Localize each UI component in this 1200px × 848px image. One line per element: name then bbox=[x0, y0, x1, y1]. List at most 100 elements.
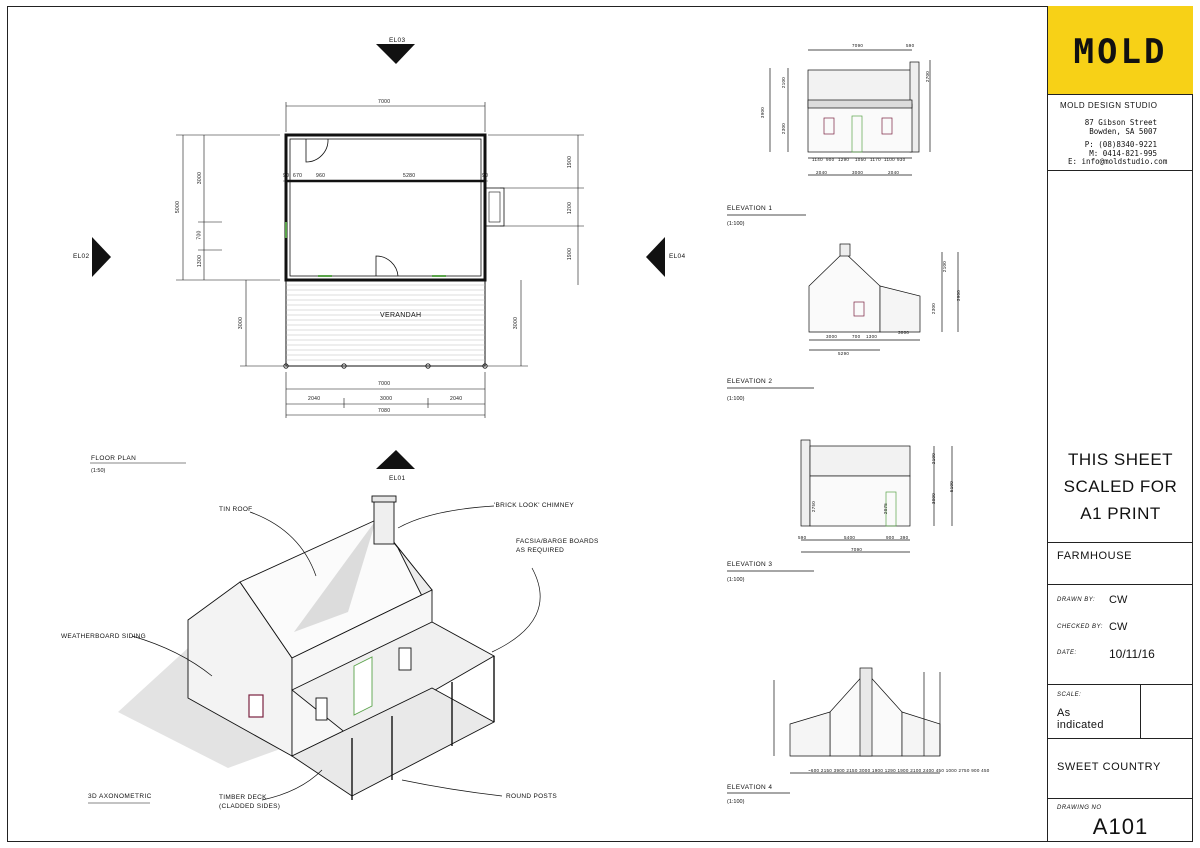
checked-by-value: CW bbox=[1109, 621, 1128, 633]
dim-90b: 90 bbox=[482, 173, 489, 179]
el3-dim: 2075 bbox=[883, 502, 889, 515]
dim-bot-c: 2040 bbox=[450, 396, 463, 402]
scale-note: THIS SHEET SCALED FOR A1 PRINT bbox=[1048, 170, 1193, 543]
el1-dim: 7090 bbox=[852, 43, 864, 48]
checked-by-row: CHECKED BY: CW bbox=[1057, 621, 1187, 645]
dim-left-total: 5000 bbox=[175, 200, 182, 214]
drawing-no-key: DRAWING NO bbox=[1057, 805, 1102, 811]
facsia-label-1: FACSIA/BARGE BOARDS bbox=[516, 538, 599, 545]
el02-label: EL02 bbox=[73, 253, 90, 260]
drawing-number: DRAWING NO A101 bbox=[1048, 798, 1193, 842]
el2-dim: 2100 bbox=[942, 260, 948, 273]
scale-line-1: As bbox=[1057, 707, 1071, 719]
el1-dim: 930 bbox=[897, 157, 906, 162]
door-swing-bottom bbox=[375, 255, 399, 277]
scale-cell: SCALE: As indicated bbox=[1048, 684, 1193, 739]
el1-dim: 1100 bbox=[884, 157, 895, 162]
axonometric-house bbox=[118, 495, 541, 801]
el1-dim: 3900 bbox=[760, 106, 766, 119]
drawn-by-value: CW bbox=[1109, 594, 1128, 606]
scaled-line-1: THIS SHEET bbox=[1067, 450, 1174, 469]
el1-dim: 3000 bbox=[852, 170, 864, 175]
el3-dim: 3000 bbox=[931, 492, 937, 505]
el2-dim: 3000 bbox=[898, 330, 910, 335]
drawing-name: SWEET COUNTRY bbox=[1048, 738, 1193, 799]
el2-dim: 1300 bbox=[866, 334, 878, 339]
bay-window bbox=[484, 187, 505, 227]
deck-label-1: TIMBER DECK bbox=[219, 794, 267, 801]
el1-dim: 1290 bbox=[838, 157, 850, 162]
deck-label-2: (CLADDED SIDES) bbox=[219, 803, 281, 810]
dim-right-c: 1900 bbox=[567, 247, 574, 261]
tin-roof-label: TIN ROOF bbox=[219, 506, 253, 513]
el1-dim: 900 bbox=[826, 157, 835, 162]
el03-label: EL03 bbox=[389, 37, 406, 44]
scale-divider bbox=[1140, 684, 1141, 738]
elevation-2-scale: (1:100) bbox=[727, 396, 745, 402]
el3-dim: 390 bbox=[900, 535, 909, 540]
scaled-line-2: SCALED FOR bbox=[1063, 477, 1178, 496]
scaled-line-3: A1 PRINT bbox=[1080, 504, 1161, 523]
el2-dim: 2300 bbox=[931, 302, 937, 315]
el3-dim: 5100 bbox=[949, 480, 955, 493]
el01-label: EL01 bbox=[389, 475, 406, 482]
dim-left-b: 700 bbox=[196, 230, 203, 240]
dim-right-a: 1900 bbox=[567, 155, 574, 169]
scale-value: As indicated bbox=[1057, 707, 1104, 731]
el3-dim: 5400 bbox=[844, 535, 856, 540]
el3-dim: 2100 bbox=[931, 452, 937, 465]
mobile: M: 0414-821-995 bbox=[1089, 148, 1157, 158]
scale-key: SCALE: bbox=[1057, 692, 1082, 698]
drawing-no-value: A101 bbox=[1092, 814, 1149, 839]
floor-plan-scale: (1:50) bbox=[91, 468, 106, 474]
email: E: info@moldstudio.com bbox=[1068, 157, 1168, 166]
el2-dim: 3900 bbox=[956, 289, 962, 302]
weatherboard-label: WEATHERBOARD SIDING bbox=[61, 633, 147, 640]
el3-dim: 900 bbox=[886, 535, 895, 540]
el1-dim: 2100 bbox=[781, 76, 787, 89]
drawn-by-key: DRAWN BY: bbox=[1057, 597, 1096, 603]
dim-960: 960 bbox=[316, 173, 326, 179]
studio-info: MOLD DESIGN STUDIO 87 Gibson Street Bowd… bbox=[1048, 94, 1193, 171]
el2-dim: 700 bbox=[852, 334, 861, 339]
date-value: 10/11/16 bbox=[1109, 647, 1155, 661]
dim-right-b: 1200 bbox=[567, 201, 574, 215]
elevation-1-scale: (1:100) bbox=[727, 221, 745, 227]
deck-boards bbox=[286, 284, 485, 361]
verandah-label: VERANDAH bbox=[380, 312, 422, 319]
elevation-3-title: ELEVATION 3 bbox=[727, 561, 773, 568]
el4-dims: ~600 2150 3900 2150 3000 1900 1290 1900 … bbox=[808, 768, 990, 773]
drawing-name-label: SWEET COUNTRY bbox=[1057, 761, 1161, 773]
project-name: FARMHOUSE bbox=[1048, 542, 1193, 585]
address-line-2: Bowden, SA 5007 bbox=[1089, 126, 1157, 136]
dim-bot-b: 3000 bbox=[380, 396, 393, 402]
el04-label: EL04 bbox=[669, 253, 686, 260]
facsia-label-2: AS REQUIRED bbox=[516, 547, 565, 554]
elevation-4-scale: (1:100) bbox=[727, 799, 745, 805]
elevation-1 bbox=[727, 49, 931, 216]
el1-dim: 1140 bbox=[812, 157, 823, 162]
address-line-1: 87 Gibson Street bbox=[1084, 118, 1157, 127]
el03-marker bbox=[376, 44, 415, 64]
studio-contact: P: (08)8340-9221 M: 0414-821-995 bbox=[1084, 140, 1157, 158]
dim-top: 7000 bbox=[378, 99, 391, 105]
el1-dim: 1170 bbox=[870, 157, 881, 162]
studio-address: 87 Gibson Street Bowden, SA 5007 bbox=[1084, 118, 1157, 136]
el1-dim: 2040 bbox=[888, 170, 900, 175]
dim-bot-a: 2040 bbox=[308, 396, 321, 402]
dim-left-a: 3000 bbox=[197, 171, 204, 185]
project-label: FARMHOUSE bbox=[1057, 550, 1133, 562]
el2-dim: 5290 bbox=[838, 351, 850, 356]
phone: P: (08)8340-9221 bbox=[1084, 140, 1157, 149]
drawing-meta: DRAWN BY: CW CHECKED BY: CW DATE: 10/11/… bbox=[1048, 584, 1193, 685]
elevation-4 bbox=[727, 667, 941, 794]
verandah-deck bbox=[285, 279, 486, 367]
elevation-2-title: ELEVATION 2 bbox=[727, 378, 773, 385]
el1-dim: 590 bbox=[906, 43, 915, 48]
el2-dim: 3000 bbox=[826, 334, 838, 339]
dim-ver-right: 3000 bbox=[513, 316, 520, 330]
el3-dim: 2750 bbox=[811, 500, 817, 513]
el3-dim: 590 bbox=[798, 535, 807, 540]
posts-label: ROUND POSTS bbox=[506, 793, 557, 800]
